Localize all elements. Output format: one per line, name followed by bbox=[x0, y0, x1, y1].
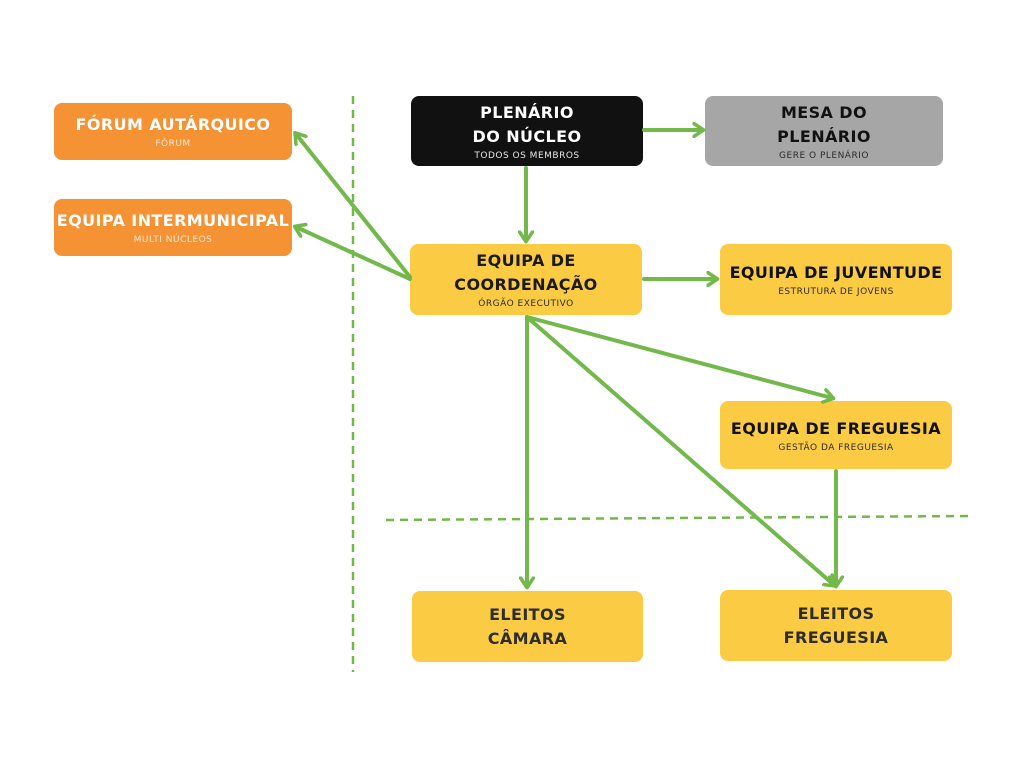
node-subtitle: FÓRUM bbox=[155, 139, 191, 149]
node-equipa-de-juventude: EQUIPA DE JUVENTUDE ESTRUTURA DE JOVENS bbox=[720, 244, 952, 315]
node-title: EQUIPA DE FREGUESIA bbox=[730, 418, 942, 438]
node-eleitos-camara: ELEITOS CÂMARA bbox=[412, 591, 643, 662]
node-forum-autarquico: FÓRUM AUTÁRQUICO FÓRUM bbox=[54, 103, 292, 160]
node-title: ELEITOS FREGUESIA bbox=[783, 603, 889, 647]
node-equipa-intermunicipal: EQUIPA INTERMUNICIPAL MULTI NÚCLEOS bbox=[54, 199, 292, 256]
node-subtitle: TODOS OS MEMBROS bbox=[474, 150, 580, 161]
arrow-coordenacao-to-freguesia bbox=[525, 315, 832, 398]
arrow-coordenacao-to-intermunicipal bbox=[296, 227, 412, 281]
arrow-coordenacao-to-forum bbox=[296, 134, 412, 279]
node-title: ELEITOS CÂMARA bbox=[487, 604, 568, 648]
arrow-coordenacao-to-eleitos-freguesia bbox=[525, 315, 834, 585]
node-title: EQUIPA DE JUVENTUDE bbox=[729, 263, 943, 282]
node-title: MESA DO PLENÁRIO bbox=[777, 102, 871, 146]
node-subtitle: MULTI NÚCLEOS bbox=[133, 235, 213, 245]
node-plenario-do-nucleo: PLENÁRIO DO NÚCLEO TODOS OS MEMBROS bbox=[411, 96, 643, 166]
node-mesa-do-plenario: MESA DO PLENÁRIO GERE O PLENÁRIO bbox=[705, 96, 943, 166]
node-eleitos-freguesia: ELEITOS FREGUESIA bbox=[720, 590, 952, 661]
node-subtitle: ÓRGÃO EXECUTIVO bbox=[478, 299, 574, 309]
node-title: EQUIPA INTERMUNICIPAL bbox=[56, 211, 290, 230]
horizontal-divider bbox=[385, 514, 971, 522]
node-title: EQUIPA DE COORDENAÇÃO bbox=[454, 251, 598, 294]
node-equipa-de-freguesia: EQUIPA DE FREGUESIA GESTÃO DA FREGUESIA bbox=[720, 401, 952, 469]
node-subtitle: ESTRUTURA DE JOVENS bbox=[778, 287, 894, 297]
node-title: FÓRUM AUTÁRQUICO bbox=[75, 115, 271, 134]
node-title: PLENÁRIO DO NÚCLEO bbox=[472, 102, 582, 146]
node-subtitle: GERE O PLENÁRIO bbox=[779, 150, 869, 161]
node-equipa-de-coordenacao: EQUIPA DE COORDENAÇÃO ÓRGÃO EXECUTIVO bbox=[410, 244, 642, 315]
node-subtitle: GESTÃO DA FREGUESIA bbox=[778, 442, 894, 453]
